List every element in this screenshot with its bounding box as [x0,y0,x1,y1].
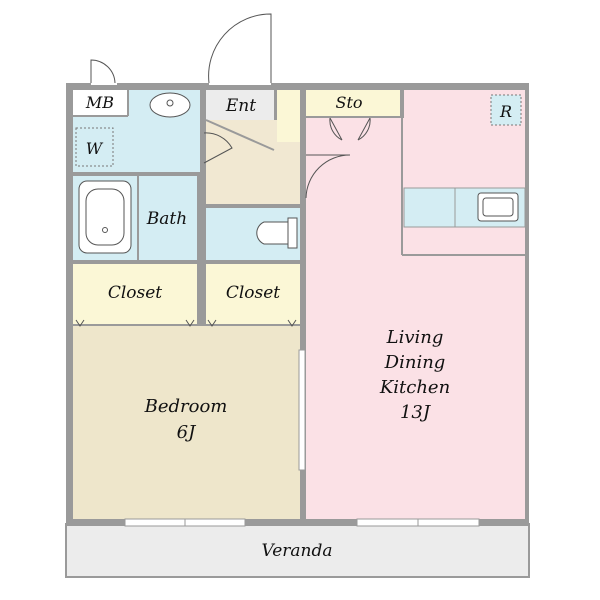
refrigerator-label: R [499,102,512,121]
washbasin-icon [149,92,191,118]
refrigerator-icon [490,94,522,126]
shoe-cabinet [277,90,300,142]
closet-left-area [73,264,197,324]
ldk-label-kitchen: Kitchen [379,377,450,398]
washer-icon [75,127,114,167]
bath-label: Bath [146,209,187,229]
veranda-area [65,523,530,578]
closet-right-door-marks [207,319,297,327]
closet-left-door-marks [75,319,195,327]
closet-right-area [206,264,300,324]
closet-right-label: Closet [226,283,280,303]
toilet-bowl-icon [256,221,289,245]
bedroom-label: Bedroom [144,396,228,417]
mb-label: MB [85,93,114,112]
bedroom-area [73,326,300,519]
ldk-size-label: 13J [400,402,432,423]
bathtub-icon [78,180,132,254]
bedroom-size-label: 6J [177,422,197,443]
ldk-door-swing [305,154,351,199]
mb-door-gap [91,81,117,85]
bedroom-sliding-door [298,349,306,471]
washer-label: W [86,139,104,158]
storage-area [306,90,400,116]
toilet-tank-icon [287,217,298,249]
closet-left-label: Closet [108,283,162,303]
mb-door-swing [90,59,116,84]
entrance-step-edge [205,119,275,151]
kitchen-sink-icon [477,192,519,222]
entrance-label: Ent [225,96,256,116]
ldk-label-dining: Dining [384,352,446,373]
ldk-label-living: Living [386,327,444,348]
entrance-door-swing [208,13,272,84]
washroom-door-swing [203,132,233,164]
mb-box-fill [73,90,128,115]
veranda-label: Veranda [261,541,332,561]
entrance-door-gap [209,81,271,85]
storage-label: Sto [335,93,362,112]
storage-door-swing [329,117,371,141]
